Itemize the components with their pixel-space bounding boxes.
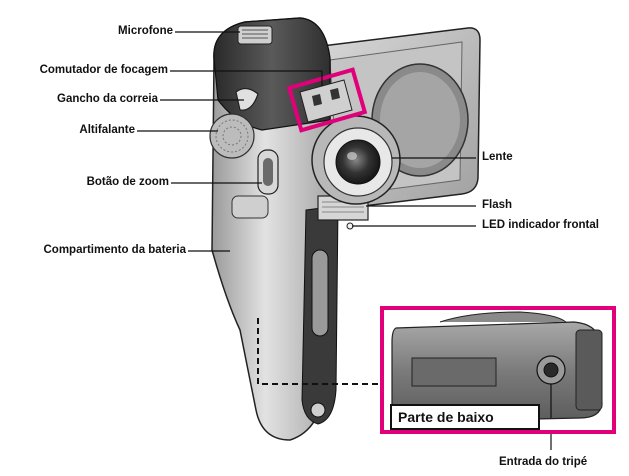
label-gancho-da-correia: Gancho da correia xyxy=(57,93,158,105)
label-led-indicador-frontal: LED indicador frontal xyxy=(482,219,599,231)
battery-door-latch xyxy=(231,195,269,219)
microphone-grille xyxy=(237,25,273,45)
label-lente: Lente xyxy=(482,151,513,163)
zoom-button xyxy=(257,149,279,195)
label-compartimento-da-bateria: Compartimento da bateria xyxy=(43,244,187,256)
lens-assembly xyxy=(311,115,401,205)
label-microfone: Microfone xyxy=(118,25,173,37)
label-flash: Flash xyxy=(482,199,513,211)
label-comutador-de-focagem: Comutador de focagem xyxy=(39,64,168,76)
label-botao-de-zoom: Botão de zoom xyxy=(86,176,169,188)
camcorder-body xyxy=(209,17,369,441)
inset-title: Parte de baixo xyxy=(390,404,540,430)
speaker xyxy=(209,113,255,159)
label-altifalante: Altifalante xyxy=(79,124,135,136)
focus-switch-highlight xyxy=(286,67,368,133)
tripod-socket xyxy=(536,355,566,385)
focus-switch xyxy=(299,79,353,123)
label-entrada-do-tripe: Entrada do tripé xyxy=(499,456,588,468)
inset-connector xyxy=(257,318,382,385)
strap-hook xyxy=(235,87,259,111)
